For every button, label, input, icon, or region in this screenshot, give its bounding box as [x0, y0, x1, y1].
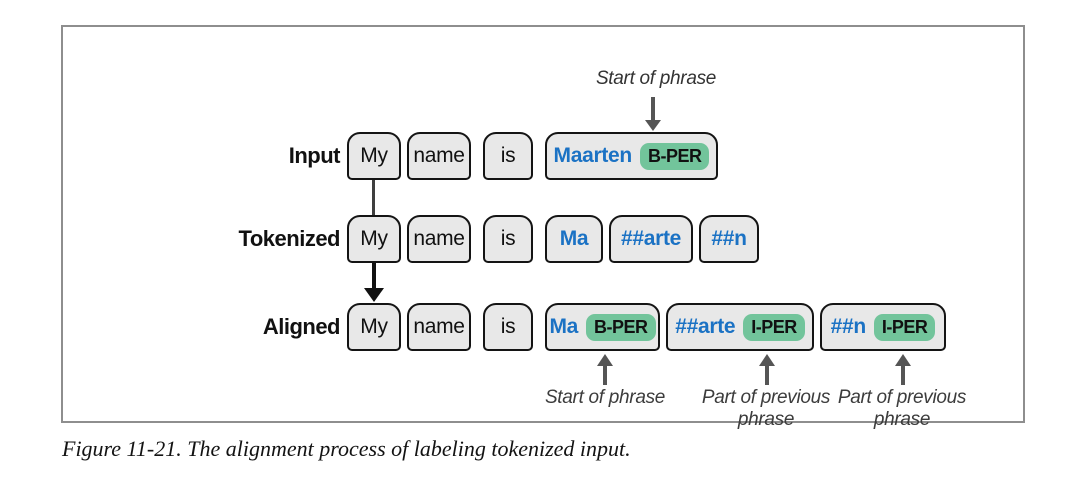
figure-frame: Start of phrase Input My name is Maarten… — [61, 25, 1025, 430]
token-input-maarten: Maarten B-PER — [545, 132, 718, 180]
arrow-up-1-shaft — [603, 365, 607, 385]
token-tokenized-is: is — [483, 215, 533, 263]
row-label-input: Input — [288, 143, 341, 168]
row-label-tokenized: Tokenized — [238, 226, 341, 251]
token-aligned-n: ##n I-PER — [820, 303, 946, 351]
token-input-my: My — [347, 132, 401, 180]
token-input-name: name — [407, 132, 471, 180]
token-tokenized-ma: Ma — [545, 215, 603, 263]
annotation-part-of-previous-2: Part of previous phrase — [837, 387, 967, 430]
tag-badge-bper-input: B-PER — [639, 142, 710, 170]
token-tokenized-n: ##n — [699, 215, 759, 263]
arrow-align-shaft — [372, 263, 376, 290]
connector-line — [372, 180, 375, 215]
figure-caption: Figure 11-21. The alignment process of l… — [62, 436, 631, 461]
token-text-n: ##n — [830, 315, 867, 338]
row-label-aligned: Aligned — [262, 314, 341, 339]
token-tokenized-arte: ##arte — [609, 215, 693, 263]
annotation-start-of-phrase-top: Start of phrase — [595, 68, 717, 89]
arrow-down-top-head-icon — [645, 120, 661, 131]
token-text-arte: ##arte — [675, 315, 736, 338]
arrow-up-3-head-icon — [895, 354, 911, 366]
tag-badge-iper-arte: I-PER — [743, 313, 805, 341]
token-tokenized-name: name — [407, 215, 471, 263]
annotation-part-of-previous-1: Part of previous phrase — [701, 387, 831, 430]
token-aligned-arte: ##arte I-PER — [666, 303, 814, 351]
arrow-up-3-shaft — [901, 365, 905, 385]
token-aligned-ma: Ma B-PER — [545, 303, 660, 351]
token-text-maarten: Maarten — [553, 144, 633, 167]
annotation-start-of-phrase-bottom: Start of phrase — [544, 387, 666, 408]
token-tokenized-my: My — [347, 215, 401, 263]
arrow-up-2-head-icon — [759, 354, 775, 366]
arrow-align-head-icon — [364, 288, 384, 302]
tag-badge-iper-n: I-PER — [873, 313, 936, 341]
arrow-up-2-shaft — [765, 365, 769, 385]
arrow-up-1-head-icon — [597, 354, 613, 366]
arrow-down-top-shaft — [651, 97, 655, 123]
token-aligned-name: name — [407, 303, 471, 351]
token-aligned-my: My — [347, 303, 401, 351]
token-input-is: is — [483, 132, 533, 180]
token-aligned-is: is — [483, 303, 533, 351]
tag-badge-bper-aligned: B-PER — [586, 313, 656, 341]
token-text-ma: Ma — [549, 315, 579, 338]
